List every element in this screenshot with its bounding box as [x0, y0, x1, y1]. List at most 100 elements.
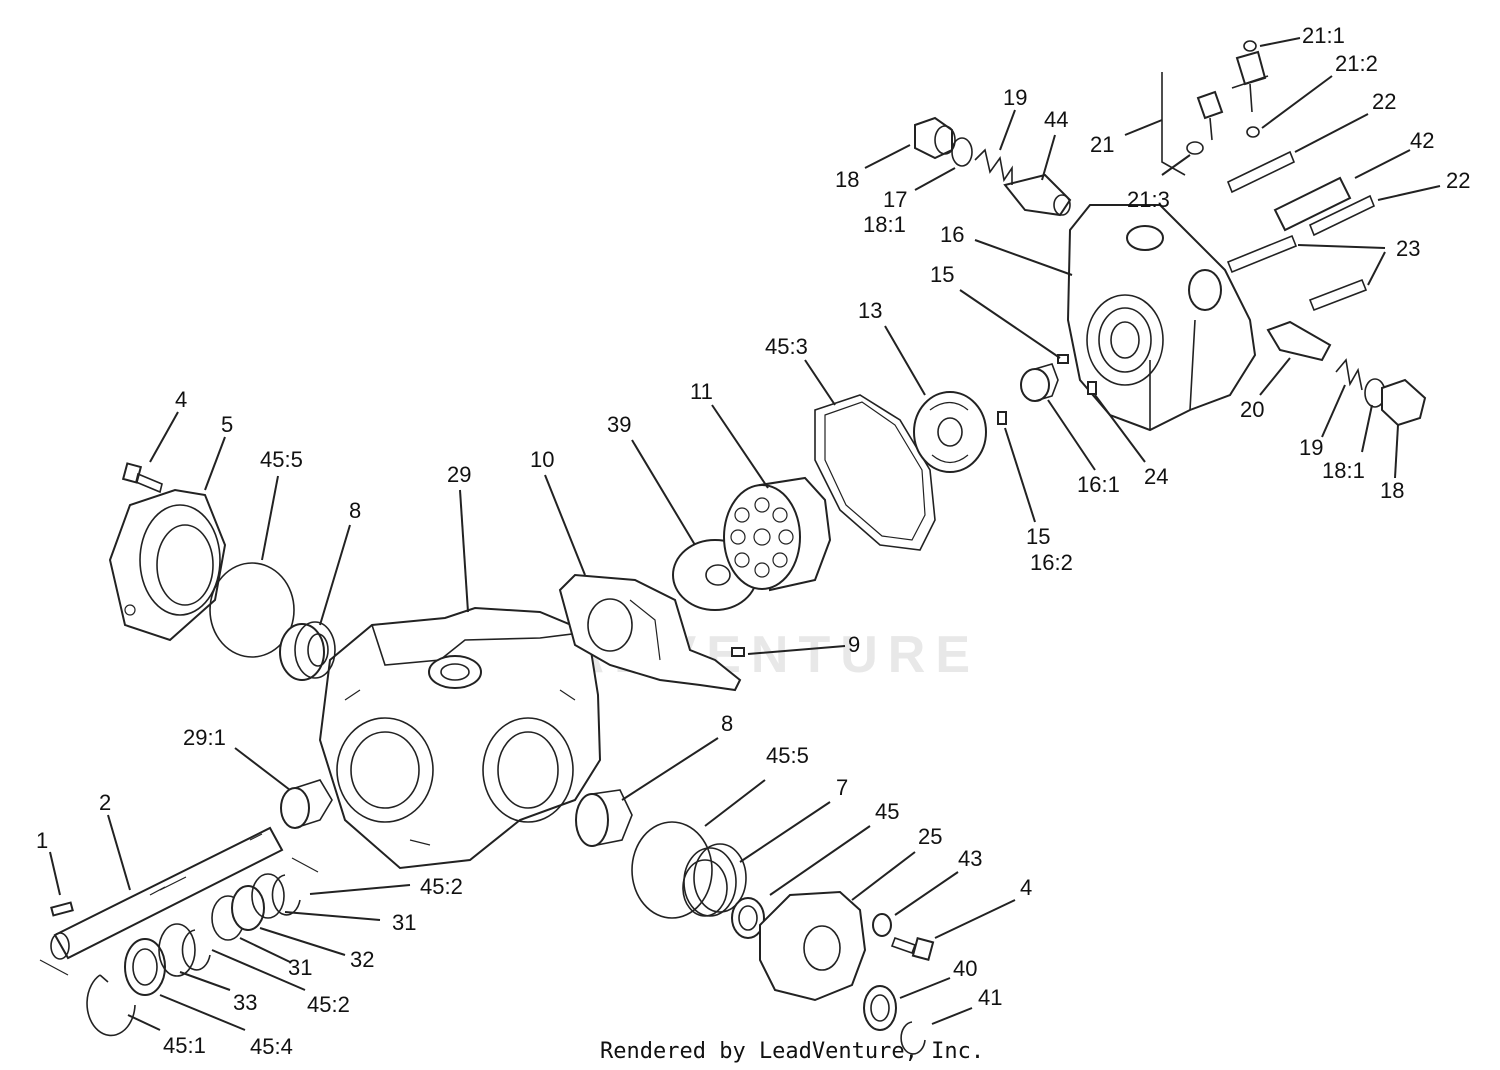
- callout-label-16-2[interactable]: 16:2: [1030, 550, 1073, 575]
- callout-label-15-lower[interactable]: 15: [1004, 427, 1050, 549]
- callout-label-42[interactable]: 42: [1354, 128, 1434, 179]
- seal-part-45[interactable]: [731, 897, 765, 939]
- callout-label-45-2-upper[interactable]: 45:2: [309, 874, 463, 899]
- seal-part-40[interactable]: [863, 985, 897, 1031]
- callout-label-13[interactable]: 13: [858, 298, 926, 396]
- callout-label-19-top[interactable]: 19: [999, 85, 1027, 151]
- relief-valve-part-20[interactable]: [1266, 320, 1332, 362]
- shaft-seal-part-45-4[interactable]: [124, 938, 166, 996]
- callout-label-17[interactable]: 17: [883, 167, 956, 212]
- callout-label-32[interactable]: 32: [259, 927, 374, 972]
- snap-ring-part-45-2-upper[interactable]: [271, 874, 301, 916]
- callout-label-16-1[interactable]: 16:1: [1047, 399, 1120, 497]
- callout-label-8-top[interactable]: 8: [319, 498, 361, 626]
- valve-plate-part-13[interactable]: [913, 391, 987, 473]
- callout-label-7[interactable]: 7: [739, 775, 848, 863]
- pin-part-15-upper[interactable]: [1057, 354, 1069, 364]
- callout-label-45-3[interactable]: 45:3: [765, 334, 836, 406]
- callout-label-45[interactable]: 45: [769, 799, 899, 896]
- callout-label-2[interactable]: 2: [99, 790, 131, 891]
- callout-label-39[interactable]: 39: [607, 412, 696, 546]
- callout-label-4-bottom[interactable]: 4: [934, 875, 1032, 939]
- retaining-ring-part-41[interactable]: [900, 1021, 926, 1055]
- callout-label-18-right[interactable]: 18: [1380, 424, 1404, 503]
- callout-label-18-1-right[interactable]: 18:1: [1322, 404, 1373, 483]
- callout-label-40[interactable]: 40: [899, 956, 977, 999]
- callout-label-18-top[interactable]: 18: [835, 144, 911, 192]
- plug-part-18-top[interactable]: [914, 116, 956, 160]
- o-ring-part-17[interactable]: [951, 137, 973, 167]
- callout-label-15-upper[interactable]: 15: [930, 262, 1061, 359]
- input-shaft-part-2[interactable]: [50, 826, 284, 960]
- callout-label-29[interactable]: 29: [447, 462, 471, 613]
- callout-label-21-2[interactable]: 21:2: [1261, 51, 1378, 129]
- callout-label-31-upper[interactable]: 31: [284, 910, 416, 935]
- spring-part-19-right[interactable]: [1335, 358, 1363, 391]
- snap-ring-part-45-2-lower[interactable]: [181, 929, 211, 971]
- callout-label-45-1[interactable]: 45:1: [127, 1014, 206, 1058]
- callout-label-16[interactable]: 16: [940, 222, 1073, 276]
- callout-label-41[interactable]: 41: [931, 985, 1002, 1025]
- o-ring-part-21-1[interactable]: [1243, 40, 1257, 52]
- bolt-part-4-bottom[interactable]: [890, 936, 935, 961]
- o-ring-part-45-5-bottom[interactable]: [631, 821, 713, 919]
- washer-part-43[interactable]: [872, 913, 892, 937]
- bearing-part-8-top[interactable]: [279, 621, 336, 681]
- callout-label-31-lower[interactable]: 31: [239, 937, 312, 980]
- callout-label-22-b[interactable]: 22: [1377, 168, 1470, 201]
- callout-label-5[interactable]: 5: [204, 412, 233, 491]
- callout-label-44[interactable]: 44: [1041, 107, 1068, 181]
- callout-label-45-2-lower[interactable]: 45:2: [211, 949, 350, 1017]
- o-ring-part-21-3[interactable]: [1186, 141, 1204, 155]
- o-ring-part-21-2[interactable]: [1246, 126, 1260, 138]
- sleeve-part-42[interactable]: [1273, 176, 1352, 232]
- bearing-part-8-bottom[interactable]: [575, 789, 633, 847]
- callout-label-20[interactable]: 20: [1240, 357, 1291, 422]
- bearing-part-32[interactable]: [231, 885, 265, 931]
- retaining-ring-part-45-1[interactable]: [86, 974, 136, 1037]
- callout-label-21[interactable]: 21: [1090, 119, 1163, 157]
- callout-label-23[interactable]: 23: [1297, 236, 1420, 286]
- callout-label-10[interactable]: 10: [530, 447, 586, 576]
- end-cap-part-16[interactable]: [1066, 204, 1257, 432]
- charge-valve-part-21[interactable]: [1161, 50, 1269, 176]
- callout-label-24[interactable]: 24: [1094, 394, 1168, 489]
- callout-label-45-5-top[interactable]: 45:5: [260, 447, 303, 561]
- main-housing-part-29[interactable]: [318, 606, 602, 870]
- pin-part-24[interactable]: [1087, 381, 1097, 395]
- bolt-part-23-b[interactable]: [1308, 278, 1368, 312]
- callout-label-45-5-bottom[interactable]: 45:5: [704, 743, 809, 827]
- spring-part-19-top[interactable]: [974, 148, 1013, 185]
- callout-label-43[interactable]: 43: [894, 846, 982, 916]
- callout-label-9[interactable]: 9: [747, 632, 860, 657]
- callout-label-29-1[interactable]: 29:1: [183, 725, 291, 791]
- needle-bearing-part-29-1[interactable]: [280, 779, 333, 829]
- bolt-part-4-top[interactable]: [121, 462, 163, 494]
- gasket-part-45-3[interactable]: [814, 394, 936, 551]
- pin-part-15-lower[interactable]: [997, 411, 1007, 425]
- o-ring-part-45-5-top[interactable]: [209, 562, 295, 658]
- callout-label-11[interactable]: 11: [690, 379, 769, 489]
- key-part-9[interactable]: [731, 647, 745, 657]
- callout-label-8-bottom[interactable]: 8: [621, 711, 733, 801]
- plug-part-18-right[interactable]: [1381, 378, 1427, 427]
- callout-label-22-a[interactable]: 22: [1294, 89, 1396, 153]
- callout-label-4[interactable]: 4: [149, 387, 187, 463]
- callout-label-33[interactable]: 33: [179, 971, 257, 1015]
- bolt-part-22-a[interactable]: [1226, 150, 1296, 194]
- washer-part-33[interactable]: [158, 923, 196, 977]
- bearing-part-16-1[interactable]: [1020, 363, 1059, 402]
- cylinder-block-part-11[interactable]: [723, 476, 832, 592]
- callout-label-45-4[interactable]: 45:4: [159, 994, 293, 1059]
- callout-label-21-3[interactable]: 21:3: [1127, 154, 1191, 212]
- callout-label-1[interactable]: 1: [36, 828, 61, 896]
- callout-label-19-right[interactable]: 19: [1299, 384, 1346, 460]
- callout-label-21-1[interactable]: 21:1: [1259, 23, 1345, 48]
- flange-part-5[interactable]: [108, 488, 227, 642]
- spring-part-7[interactable]: [682, 843, 747, 917]
- key-part-1[interactable]: [50, 901, 74, 917]
- callout-label-25[interactable]: 25: [851, 824, 942, 901]
- relief-valve-part-44[interactable]: [1003, 173, 1072, 217]
- callout-label-18-1-top[interactable]: 18:1: [863, 212, 906, 237]
- swashplate-part-10[interactable]: [558, 573, 742, 692]
